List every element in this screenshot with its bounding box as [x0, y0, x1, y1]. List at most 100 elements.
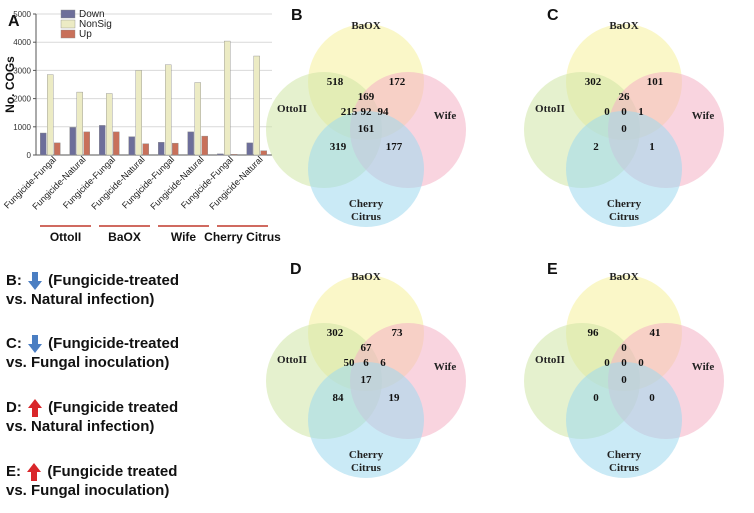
x-tick-label: Fungicide-Fungal [61, 154, 117, 210]
legend-line2: vs. Fungal inoculation) [6, 354, 170, 372]
venn-region-count: 0 [593, 392, 599, 404]
venn-region-count: 67 [361, 342, 373, 354]
panel-letter: D [290, 261, 302, 278]
venn-region-count: 215 [341, 106, 358, 118]
venn-set-label: Wife [692, 110, 715, 122]
venn-region-count: 0 [638, 357, 644, 369]
bar [187, 131, 194, 156]
venn-region-count: 302 [327, 327, 344, 339]
x-tick-label: Fungicide-Natural [89, 154, 146, 211]
bar [76, 91, 83, 156]
bar [142, 143, 149, 156]
venn-set-label: Wife [434, 110, 457, 122]
venn-region-count: 0 [621, 357, 627, 369]
venn-region-count: 19 [389, 392, 401, 404]
venn-region-count: 17 [361, 374, 373, 386]
x-tick-label: Fungicide-Fungal [179, 154, 235, 210]
venn-region-count: 84 [333, 392, 345, 404]
legend-label: Down [79, 9, 105, 20]
venn-region-count: 1 [638, 106, 644, 118]
venn-circle-cherry [566, 111, 682, 227]
venn-set-label-line: OttoII [277, 354, 307, 366]
bar [47, 74, 54, 156]
venn-region-count: 302 [585, 76, 602, 88]
venn-region-count: 6 [380, 357, 386, 369]
y-tick-label: 2000 [13, 95, 31, 104]
legend-line1: (Fungicide treated [48, 399, 179, 416]
venn-set-label-line: Citrus [351, 211, 382, 223]
venn-region-count: 172 [389, 76, 406, 88]
legend-prefix: D: [6, 399, 22, 416]
bar [224, 40, 231, 156]
bar [69, 127, 76, 156]
bar [201, 135, 208, 156]
venn-region-count: 41 [650, 327, 661, 339]
bar [106, 93, 113, 156]
legend-swatch [60, 19, 76, 29]
venn-region-count: 177 [386, 141, 403, 153]
venn-set-label: BaOX [609, 20, 638, 32]
y-axis-label: No. COGs [3, 56, 17, 113]
x-tick-label: Fungicide-Fungal [120, 154, 176, 210]
legend-swatch [60, 9, 76, 19]
venn-set-label-line: Citrus [609, 211, 640, 223]
venn-region-count: 161 [358, 123, 375, 135]
venn-region-count: 1 [649, 141, 655, 153]
venn-region-count: 96 [588, 327, 600, 339]
bar [99, 125, 106, 156]
venn-region-count: 0 [621, 106, 627, 118]
arrow-shape [28, 335, 42, 354]
legend-entry-d: D: (Fungicide treated vs. Natural infect… [6, 398, 178, 436]
group-label: Cherry Citrus [204, 230, 281, 244]
venn-region-count: 518 [327, 76, 344, 88]
venn-region-count: 50 [344, 357, 356, 369]
bar [246, 142, 253, 156]
legend-prefix: B: [6, 272, 22, 289]
venn-circle-cherry [566, 362, 682, 478]
venn-set-label-line: Citrus [351, 462, 382, 474]
venn-region-count: 169 [358, 91, 375, 103]
venn-region-count: 319 [330, 141, 347, 153]
venn-set-label: OttoII [277, 103, 307, 115]
venn-region-count: 94 [378, 106, 390, 118]
venn-region-count: 0 [604, 106, 610, 118]
venn-circle-cherry [308, 362, 424, 478]
venn-set-label-line: Wife [434, 110, 457, 122]
bar [260, 150, 267, 156]
venn-region-count: 26 [619, 91, 631, 103]
arrow-shape [28, 272, 42, 291]
group-label: OttoII [50, 230, 81, 244]
venn-set-label: OttoII [535, 103, 565, 115]
venn-set-label: OttoII [277, 354, 307, 366]
legend-line1: (Fungicide-treated [48, 272, 180, 289]
legend-entry-b: B: (Fungicide-treated vs. Natural infect… [6, 271, 179, 309]
panel-letter: B [291, 7, 303, 24]
x-tick-label: Fungicide-Natural [148, 154, 205, 211]
venn-set-label-line: Cherry [349, 449, 384, 461]
venn-region-count: 92 [361, 106, 373, 118]
venn-set-label-line: BaOX [351, 271, 380, 283]
venn-region-count: 0 [621, 342, 627, 354]
bar [83, 131, 90, 156]
legend-line1: (Fungicide-treated [48, 335, 180, 352]
venn-region-count: 101 [647, 76, 664, 88]
legend-line1: (Fungicide treated [47, 463, 178, 480]
venn-region-count: 0 [621, 374, 627, 386]
bar [217, 153, 224, 156]
panel-letter: C [547, 7, 559, 24]
venn-set-label-line: BaOX [609, 20, 638, 32]
venn-set-label: Wife [692, 361, 715, 373]
venn-set-label-line: OttoII [277, 103, 307, 115]
legend-line2: vs. Natural infection) [6, 291, 155, 309]
y-tick-label: 0 [27, 151, 32, 160]
venn-region-count: 0 [649, 392, 655, 404]
venn-set-label-line: Cherry [607, 198, 642, 210]
legend-line2: vs. Natural infection) [6, 418, 155, 436]
bar [231, 154, 238, 156]
venn-set-label-line: Citrus [609, 462, 640, 474]
